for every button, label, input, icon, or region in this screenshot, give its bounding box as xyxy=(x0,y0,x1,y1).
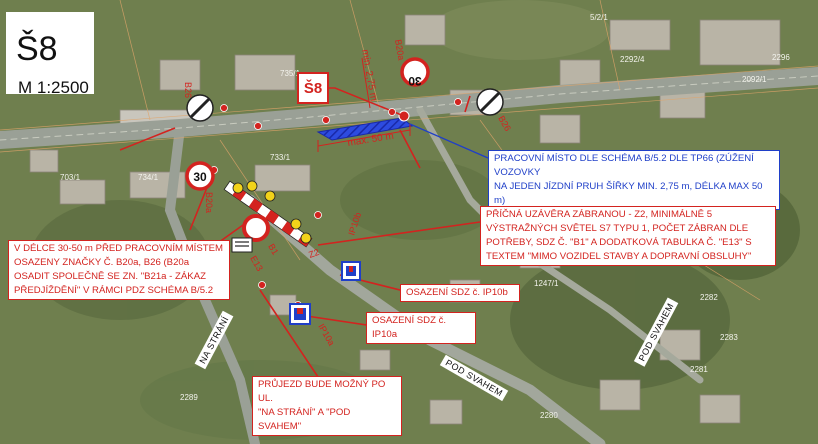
ip10b-callout[interactable]: OSAZENÍ SDZ č. IP10b xyxy=(400,284,520,302)
barrier-callout[interactable]: PŘÍČNÁ UZÁVĚRA ZÁBRANOU - Z2, MINIMÁLNĚ … xyxy=(480,206,776,266)
title-box: Š8 M 1:2500 xyxy=(6,12,94,97)
svg-text:2092/1: 2092/1 xyxy=(742,75,767,84)
svg-text:2281: 2281 xyxy=(690,365,708,374)
one-way-sign-icon[interactable] xyxy=(341,261,361,281)
work-zone-hatch xyxy=(316,117,414,141)
svg-text:2283: 2283 xyxy=(720,333,738,342)
work-zone-label[interactable]: Š8 xyxy=(297,72,329,104)
passage-callout[interactable]: PRŮJEZD BUDE MOŽNÝ PO UL. "NA STRÁNÍ" A … xyxy=(252,376,402,436)
svg-text:30: 30 xyxy=(408,74,422,88)
work-zone-callout[interactable]: PRACOVNÍ MÍSTO DLE SCHÉMA B/5.2 DLE TP66… xyxy=(488,150,780,210)
plan-title: Š8 xyxy=(16,30,58,68)
barrier-icon[interactable] xyxy=(223,180,313,248)
sign-code-b26-top: B26 xyxy=(183,82,193,98)
svg-text:703/1: 703/1 xyxy=(60,173,81,182)
speed-limit-sign-icon[interactable]: 30 xyxy=(400,57,430,88)
svg-text:735/1: 735/1 xyxy=(280,69,301,78)
one-way-sign-icon[interactable] xyxy=(289,303,311,325)
signs-callout[interactable]: V DÉLCE 30-50 m PŘED PRACOVNÍM MÍSTEM OS… xyxy=(8,240,230,300)
blue-leader-line xyxy=(409,123,489,159)
additional-table-icon xyxy=(231,237,253,253)
svg-text:734/1: 734/1 xyxy=(138,173,159,182)
warning-light-icon xyxy=(232,180,312,244)
dimension-lines xyxy=(317,57,411,152)
no-overtaking-end-sign-icon[interactable] xyxy=(476,88,504,116)
sign-code-b20a-top: B20a xyxy=(393,39,407,61)
svg-text:2296: 2296 xyxy=(772,53,790,62)
sign-code-z2: Z2 xyxy=(307,247,320,260)
parcel-numbers: 2296 2289 2292/4 5/2/1 1247/1 733/1 734/… xyxy=(60,13,790,426)
ip10a-callout[interactable]: OSAZENÍ SDZ č. IP10a xyxy=(366,312,476,344)
buildings xyxy=(29,14,781,425)
svg-text:30: 30 xyxy=(193,170,207,184)
sign-code-b20a: B20a xyxy=(204,192,214,213)
no-overtaking-end-sign-icon[interactable] xyxy=(186,94,214,122)
svg-text:5/2/1: 5/2/1 xyxy=(590,13,608,22)
svg-text:733/1: 733/1 xyxy=(270,153,291,162)
svg-text:2282: 2282 xyxy=(700,293,718,302)
svg-text:2292/4: 2292/4 xyxy=(620,55,645,64)
plan-scale: M 1:2500 xyxy=(18,78,89,97)
speed-limit-sign-icon[interactable]: 30 xyxy=(185,161,215,191)
svg-text:1247/1: 1247/1 xyxy=(534,279,559,288)
svg-text:2289: 2289 xyxy=(180,393,198,402)
sign-code-b1: B1 xyxy=(266,242,280,257)
svg-text:2280: 2280 xyxy=(540,411,558,420)
no-entry-sign-icon[interactable] xyxy=(242,214,270,242)
